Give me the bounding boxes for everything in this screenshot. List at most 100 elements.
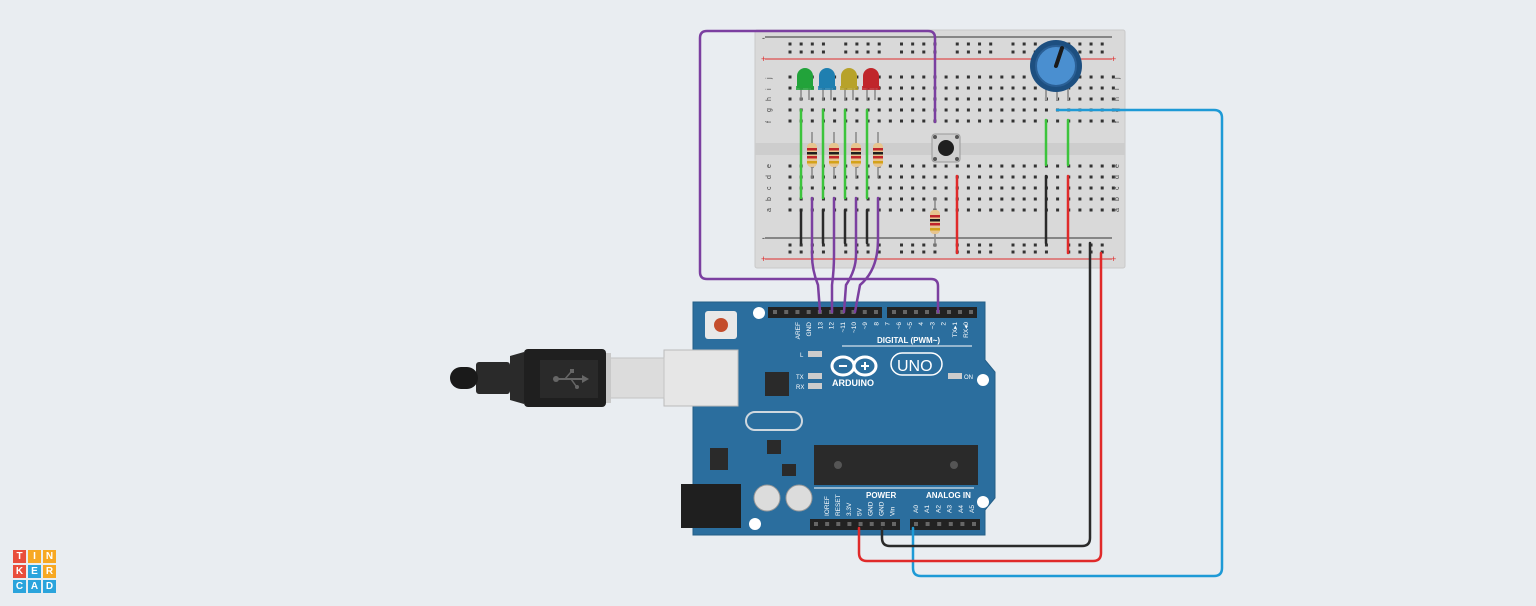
logo-letter: E	[27, 564, 42, 579]
l-led-label: L	[800, 353, 804, 359]
pin-label: 4	[918, 322, 925, 326]
regulator	[710, 448, 728, 470]
ground-wire[interactable]	[880, 241, 1092, 548]
analog-header-label: ANALOG IN	[926, 491, 971, 500]
digital-header-left[interactable]	[768, 307, 882, 318]
pin-label: A1	[924, 505, 931, 513]
pin-label: A3	[947, 505, 954, 513]
row-letter: i	[1114, 88, 1121, 90]
pin-label: GND	[806, 322, 813, 337]
arduino-uno-board[interactable]: L TX RX ON ARDUINO UNO DIGITAL (PWM~) PO…	[607, 301, 996, 536]
reset-button-cap[interactable]	[714, 318, 728, 332]
pin-label: ~11	[840, 322, 847, 333]
rx-led	[808, 383, 822, 389]
arduino-logo-icon	[830, 355, 878, 377]
logo-letter: A	[27, 579, 42, 594]
pin-label: 12	[829, 322, 836, 330]
wires[interactable]	[698, 29, 1224, 578]
power-header[interactable]	[810, 519, 900, 530]
pin-label: 5V	[857, 507, 864, 516]
pin-label: 8	[873, 322, 880, 326]
resistor[interactable]	[829, 132, 839, 178]
pin-label: A2	[935, 505, 942, 513]
pin-label: 13	[817, 322, 824, 330]
led-signal-wires[interactable]	[698, 29, 940, 314]
minus-rail-label: -	[762, 233, 765, 243]
logo-letter: C	[12, 579, 27, 594]
push-button[interactable]	[931, 133, 961, 163]
row-letter: b	[1114, 197, 1121, 201]
row-letter: j	[1114, 77, 1121, 80]
row-letter: c	[766, 186, 773, 190]
plus-rail-label: +	[761, 254, 766, 264]
potentiometer-knob[interactable]	[1054, 46, 1064, 68]
resistor[interactable]	[807, 132, 817, 178]
pin-label: ~10	[851, 322, 858, 333]
led[interactable]	[818, 68, 836, 100]
capacitor	[785, 484, 813, 512]
usb-port	[663, 349, 739, 407]
pin-label: ~3	[929, 322, 936, 330]
pin-label: RESET	[835, 494, 842, 516]
pin-label: ~9	[862, 322, 869, 330]
pin-label: AREF	[795, 322, 802, 339]
usb-chip	[765, 372, 789, 396]
plus-rail-label: +	[1111, 54, 1116, 64]
digital-header-label: DIGITAL (PWM~)	[877, 336, 940, 345]
crystal	[745, 411, 803, 431]
analog-signal-wire[interactable]	[911, 108, 1224, 578]
pin-label: GND	[868, 501, 875, 516]
capacitor	[753, 484, 781, 512]
power-jack	[681, 484, 741, 528]
row-letter: h	[1114, 97, 1121, 101]
pin-label: A4	[958, 505, 965, 513]
pin-label: 2	[941, 322, 948, 326]
row-letter: h	[766, 97, 773, 101]
pin-label: A0	[913, 505, 920, 513]
row-letter: b	[766, 197, 773, 201]
row-letter: g	[766, 108, 773, 112]
row-letter: j	[766, 77, 773, 80]
plus-rail-label: +	[761, 54, 766, 64]
row-letter: c	[1114, 186, 1121, 190]
rx-led-label: RX	[796, 385, 804, 391]
pin-label: TX▸1	[952, 322, 959, 338]
analog-header[interactable]	[910, 519, 980, 530]
board-model: UNO	[897, 358, 933, 375]
led[interactable]	[840, 68, 858, 100]
pin-label: IOREF	[824, 496, 831, 516]
row-letter: i	[766, 88, 773, 90]
logo-letter: R	[42, 564, 57, 579]
power-wire[interactable]	[857, 251, 1103, 563]
on-led	[948, 373, 962, 379]
potentiometer[interactable]	[1030, 40, 1082, 100]
row-letter: a	[1114, 208, 1121, 212]
l-led	[808, 351, 822, 357]
row-letter: d	[766, 175, 773, 179]
logo-letter: T	[12, 549, 27, 564]
led[interactable]	[862, 68, 880, 100]
row-letter: d	[1114, 175, 1121, 179]
resistor[interactable]	[930, 198, 940, 246]
power-jumper-wires[interactable]	[955, 174, 1070, 255]
digital-header-right[interactable]	[887, 307, 977, 318]
led[interactable]	[796, 68, 814, 100]
row-letter: e	[1114, 164, 1121, 168]
logo-letter: K	[12, 564, 27, 579]
resistor[interactable]	[873, 132, 883, 178]
minus-rail-label: -	[762, 33, 765, 43]
tx-led	[808, 373, 822, 379]
resistor[interactable]	[851, 132, 861, 178]
board-brand: ARDUINO	[832, 378, 874, 388]
pin-label: ~5	[907, 322, 914, 330]
usb-icon	[553, 369, 589, 389]
usb-cable[interactable]	[450, 349, 611, 407]
ground-jumper-wires[interactable]	[799, 174, 1048, 245]
green-jumper-wires[interactable]	[799, 108, 1070, 200]
row-letter: a	[766, 208, 773, 212]
plus-rail-label: +	[1111, 254, 1116, 264]
pin-label: 7	[885, 322, 892, 326]
pin-label: GND	[879, 501, 886, 516]
